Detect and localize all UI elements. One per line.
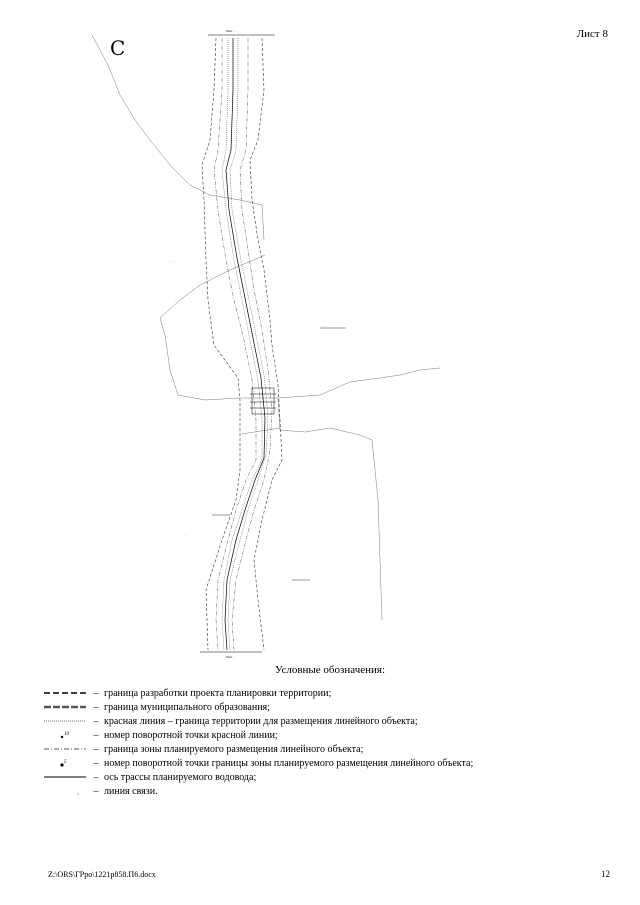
zone-boundary-symbol-icon [42,742,88,756]
legend-item-zone-boundary: – граница зоны планируемого размещения л… [42,742,602,756]
svg-text:...: ... [172,259,175,263]
red-line-symbol-icon [42,714,88,728]
legend-item-pipeline-axis: – ось трассы планируемого водовода; [42,770,602,784]
pipeline-axis [224,38,266,651]
sheet-label: Лист 8 [576,28,608,40]
map-drawing: Лист ... Лист ... ... ... ... [91,29,441,659]
svg-text:...: ... [185,532,188,536]
map-top-label: Лист ... [226,29,236,33]
svg-text:5: 5 [64,760,67,765]
map-frame-marks [200,34,275,653]
svg-text:...: ... [322,324,325,328]
legend-item-municipal-boundary: – граница муниципального образования; [42,700,602,714]
zone-boundary [213,38,273,651]
zone-labels: ... ... ... ... [172,259,325,581]
legend: – граница разработки проекта планировки … [42,686,602,798]
footer-file-path: Z:\ORS\ГРро\1221р858.П6.docx [48,870,156,879]
municipal-boundary-symbol-icon [42,700,88,714]
svg-text:...: ... [295,577,298,581]
legend-item-red-line-point: 10 – номер поворотной точки красной лини… [42,728,602,742]
legend-item-planning-boundary: – граница разработки проекта планировки … [42,686,602,700]
legend-item-red-line: – красная линия – граница территории для… [42,714,602,728]
legend-item-comm-line: – линия связи. [42,784,602,798]
footer-page-number: 12 [601,869,610,879]
comm-line-symbol-icon [42,784,88,798]
crossing-detail [250,387,276,415]
zone-label-lines [212,327,346,581]
legend-item-zone-point: 5 – номер поворотной точки границы зоны … [42,756,602,770]
municipal-boundary [91,34,441,621]
map-bottom-label: Лист ... [226,655,236,659]
legend-title: Условные обозначения: [274,664,386,676]
north-arrow-icon: С [110,36,126,60]
pipeline-axis-symbol-icon [42,770,88,784]
red-line-point-symbol-icon: 10 [42,728,88,742]
zone-point-symbol-icon: 5 [42,756,88,770]
planning-boundary-symbol-icon [42,686,88,700]
svg-text:10: 10 [64,732,70,737]
planning-boundary [201,37,283,651]
